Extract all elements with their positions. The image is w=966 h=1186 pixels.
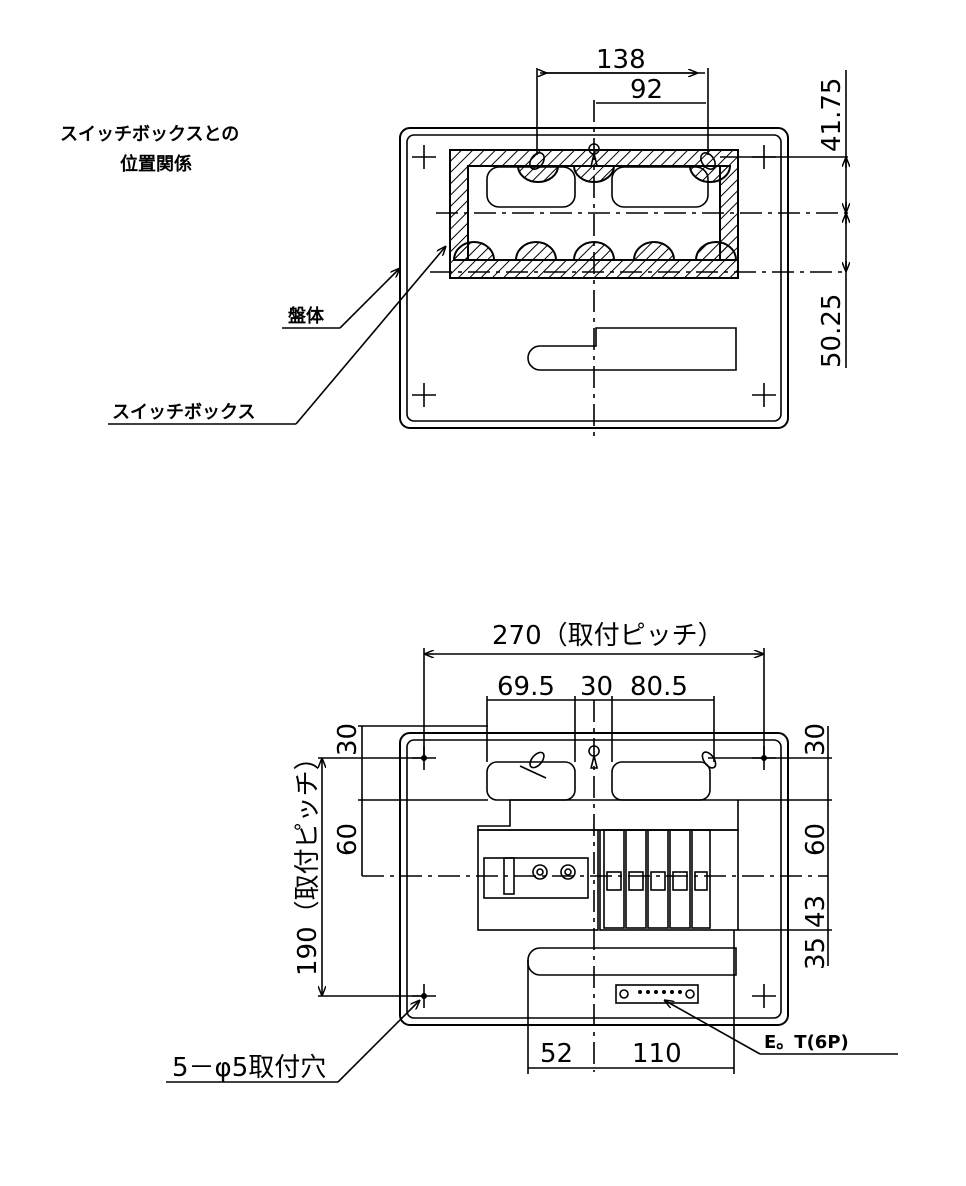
earth-terminal [615,984,699,1004]
dim-pitch-vertical: 190（取付ピッチ） [293,744,323,976]
label-body: 盤体 [288,305,325,327]
top-view: 138 92 41.75 50.25 スイッチボックスとの 位置関係 盤体 スイ… [60,45,848,442]
dim-41-75: 41.75 [817,78,847,152]
dim-80-5: 80.5 [630,672,688,702]
dim-138: 138 [596,45,646,75]
switch-box [449,143,739,279]
label-mounting-holes: 5－φ5取付穴 [172,1053,326,1083]
bottom-slot [527,327,737,371]
dim-43: 43 [801,895,831,928]
bottom-view: 270（取付ピッチ） 69.5 30 80.5 190（取付ピッチ） 30 60… [166,621,898,1083]
dim-52: 52 [540,1039,573,1069]
breaker-unit [477,799,739,931]
label-earth-terminal: E。T(6P) [764,1032,849,1053]
dim-60-right: 60 [801,823,831,856]
dim-69-5: 69.5 [497,672,555,702]
label-switchbox: スイッチボックス [112,402,255,423]
dim-60-left: 60 [333,823,363,856]
title-line-2: 位置関係 [120,153,192,175]
dim-30-left: 30 [333,723,363,756]
dim-92: 92 [630,75,663,105]
title-line-1: スイッチボックスとの [60,124,239,145]
dim-30-right: 30 [801,723,831,756]
dim-30-top: 30 [580,672,613,702]
dim-50-25: 50.25 [817,294,847,368]
dim-pitch-horizontal: 270（取付ピッチ） [492,621,724,651]
dim-110: 110 [632,1039,682,1069]
dim-35: 35 [801,937,831,970]
